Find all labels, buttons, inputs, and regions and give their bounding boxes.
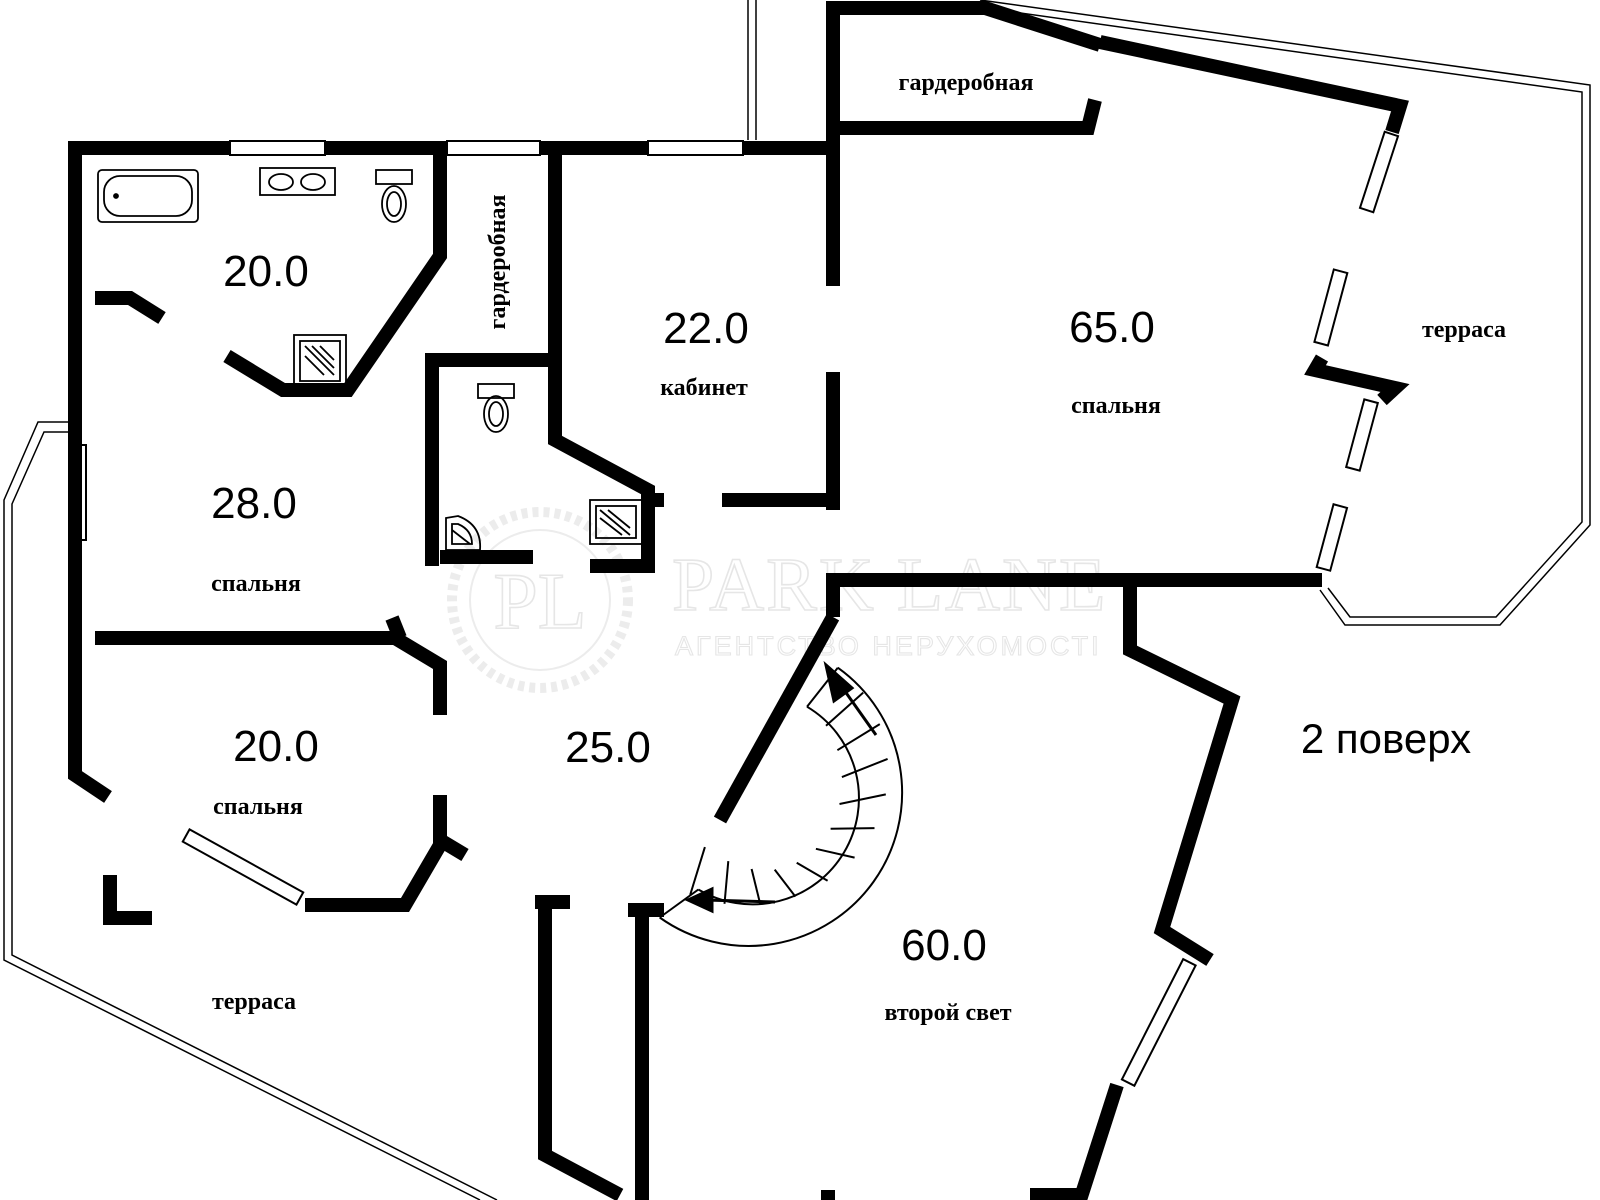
bedroom-left-label: спальня xyxy=(211,571,301,597)
shower-icon xyxy=(293,334,347,388)
second-light-label: второй свет xyxy=(884,1000,1011,1026)
watermark-subtitle: АГЕНТСТВО НЕРУХОМОСТІ xyxy=(675,631,1102,661)
terrace-railings xyxy=(3,0,1591,1200)
bedroom-left-area: 28.0 xyxy=(211,479,297,528)
office-area: 22.0 xyxy=(663,304,749,353)
double-sink-icon xyxy=(259,167,336,196)
fixtures xyxy=(97,167,643,551)
office-label: кабинет xyxy=(660,375,748,401)
stair-direction-arrows xyxy=(684,660,878,914)
bedroom-bottom-area: 20.0 xyxy=(233,722,319,771)
room-labels: 20.0 гардеробная гардеробная 22.0 кабине… xyxy=(211,70,1506,1026)
corner-shower-icon xyxy=(445,515,481,551)
bathtub-icon xyxy=(97,169,199,223)
closet-vertical-label: гардеробная xyxy=(485,195,511,330)
watermark: PL PARK LANE АГЕНТСТВО НЕРУХОМОСТІ xyxy=(447,507,1106,693)
toilet-icon xyxy=(477,383,515,433)
arrow-left-icon xyxy=(684,886,714,914)
closet-top-label: гардеробная xyxy=(899,70,1034,96)
toilet-icon xyxy=(375,169,413,223)
floor-label: 2 поверх xyxy=(1301,715,1471,762)
shower-icon xyxy=(589,499,643,545)
second-light-area: 60.0 xyxy=(901,921,987,970)
watermark-monogram: PL xyxy=(493,558,586,646)
master-bedroom-area: 65.0 xyxy=(1069,303,1155,352)
arrow-up-icon xyxy=(823,660,855,704)
walls xyxy=(68,0,1410,1200)
hall-area: 25.0 xyxy=(565,723,651,772)
master-bedroom-label: спальня xyxy=(1071,393,1161,419)
terrace-left-label: терраса xyxy=(212,989,296,1015)
terrace-right-label: терраса xyxy=(1422,317,1506,343)
bath-area: 20.0 xyxy=(223,247,309,296)
bedroom-bottom-label: спальня xyxy=(213,794,303,820)
